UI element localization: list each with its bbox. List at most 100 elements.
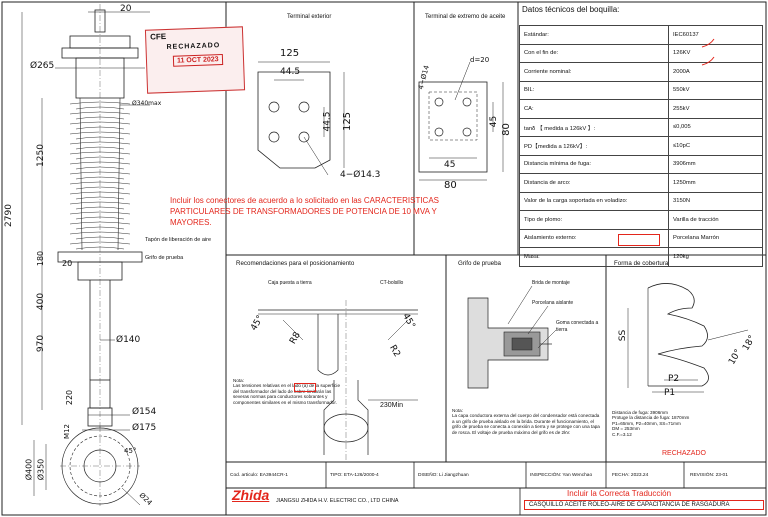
connector-note: Incluir los conectores de acuerdo a lo s… — [170, 196, 440, 227]
spec-value: ≤10pC — [668, 136, 763, 156]
terminal-aceite-drawing — [418, 61, 504, 181]
dim-d400: Ø400 — [24, 458, 34, 481]
terminal-exterior-title: Terminal exterior — [287, 14, 332, 20]
spec-title: Datos técnicos del boquilla: — [522, 5, 620, 14]
footer-revision: REVISIÓN: 23-01 — [690, 473, 728, 478]
spec-value: 255kV — [668, 99, 763, 119]
te-d44-5: 44.5 — [280, 67, 301, 77]
dim-d140: Ø140 — [116, 335, 141, 345]
spec-key: PD【medida a 126kV】: — [519, 136, 669, 156]
spec-row: Corriente nominal:2000A — [519, 62, 763, 82]
cobertura-note: Distancia de fuga: 3906mm Protuge la dis… — [612, 410, 690, 437]
dim-220: 220 — [65, 389, 75, 406]
spec-value: Porcelana Marrón — [668, 228, 763, 248]
spec-key: Corriente nominal: — [519, 62, 669, 82]
te-d125: 125 — [280, 48, 300, 59]
spec-key: Distancia de arco: — [519, 173, 669, 193]
rec-length: 230Min — [380, 402, 403, 409]
dim-m12: M12 — [62, 424, 71, 439]
porcelain-shed — [75, 156, 125, 160]
spec-key: BIL: — [519, 80, 669, 100]
dim-180: 180 — [36, 250, 46, 267]
spec-key: Con el fin de: — [519, 43, 669, 63]
dim-d340: Ø340max — [132, 100, 162, 107]
label-grifo: Grifo de prueba — [145, 255, 184, 261]
porcelain-shed — [75, 196, 125, 200]
translation-note: Incluir la Correcta Traducción — [567, 489, 672, 498]
spec-key: Tipo de plomo: — [519, 210, 669, 230]
grifo-title: Grifo de prueba — [458, 260, 501, 267]
rec-title: Recomendaciones para el posicionamiento — [236, 260, 355, 267]
te-holes: 4−Ø14.3 — [340, 170, 381, 180]
mass-highlight — [618, 234, 660, 246]
company-name: JIANGSU ZHIDA H.V. ELECTRIC CO., LTD CHI… — [276, 498, 399, 504]
rec-ct: CT-bolsillo — [380, 280, 404, 286]
spec-value: Varilla de tracción — [668, 210, 763, 230]
stamp-date: 11 OCT 2023 — [172, 54, 223, 67]
spec-value: ≤0,005 — [668, 117, 763, 137]
porcelain-shed — [69, 101, 131, 105]
te-d125-vertical: 125 — [342, 111, 354, 132]
cobertura-drawing — [627, 283, 749, 393]
rec-caja: Caja puesta a tierra — [268, 280, 312, 286]
footer-diseno: DISEÑO: Li Jiangzhuan — [418, 473, 469, 478]
grifo-drawing — [467, 285, 557, 389]
spec-key: Estándar: — [519, 25, 669, 45]
footer-cod: Cod. articulo: EA3944CR-1 — [230, 473, 288, 478]
ta-d45: 45 — [444, 160, 456, 170]
stamp-cfe: CFE — [150, 31, 167, 42]
dim-d350: Ø350 — [36, 458, 46, 481]
ta-d45-vertical: 45 — [489, 115, 500, 128]
spec-row: tanδ 【 medida a 126kV 】:≤0,005 — [519, 117, 763, 137]
label-tap: Tapón de liberación de aire — [145, 237, 212, 243]
footer-fecha: FECHA: 2023.24 — [612, 473, 649, 478]
dim-2790: 2790 — [3, 204, 14, 227]
dim-lower-20: 20 — [62, 259, 73, 268]
cob-p2: P2 — [668, 374, 680, 384]
spec-key: Masa: — [519, 247, 669, 267]
dim-d265: Ø265 — [30, 61, 55, 71]
spec-value: 3150N — [668, 191, 763, 211]
spec-row: Tipo de plomo:Varilla de tracción — [519, 210, 763, 230]
dim-970: 970 — [36, 334, 47, 353]
rechazado-label: RECHAZADO — [662, 450, 706, 457]
spec-key: tanδ 【 medida a 126kV 】: — [519, 117, 669, 137]
porcelain-shed — [69, 111, 131, 115]
spec-row: CA:255kV — [519, 99, 763, 119]
spec-key: Valor de la carga soportada en voladizo: — [519, 191, 669, 211]
dim-1250: 1250 — [35, 144, 46, 167]
terminal-aceite-title: Terminal de extremo de aceite — [425, 14, 506, 20]
porcelain-shed — [69, 131, 131, 135]
rec-drawing — [258, 300, 418, 460]
ta-d80-vertical: 80 — [500, 123, 512, 136]
dim-400: 400 — [36, 292, 47, 311]
bushing-elevation — [21, 4, 150, 506]
spec-value: 120kg — [668, 247, 763, 267]
check-marks — [701, 38, 715, 66]
spec-value: 1250mm — [668, 173, 763, 193]
spec-row: Masa:120kg — [519, 247, 763, 267]
porcelain-shed — [69, 211, 131, 215]
te-d44-5-vertical: 44.5 — [322, 111, 333, 132]
ta-d80: 80 — [444, 180, 457, 191]
cob-p1: P1 — [664, 388, 676, 398]
grifo-goma: Goma conectada a tierra — [556, 320, 599, 333]
terminal-exterior-drawing — [257, 61, 345, 176]
spec-value: 3906mm — [668, 154, 763, 174]
grifo-note: Nota: La capa conductora externa del cue… — [452, 408, 600, 435]
porcelain-shed — [75, 186, 125, 190]
rec-highlight — [294, 383, 316, 392]
footer-tipo: TIPO: ETA-126/2000-4 — [330, 473, 379, 478]
dim-top-20: 20 — [120, 4, 132, 14]
dim-d154: Ø154 — [132, 407, 157, 417]
porcelain-shed — [75, 166, 125, 170]
spec-row: PD【medida a 126kV】:≤10pC — [519, 136, 763, 156]
company-logo: Zhida — [232, 487, 270, 503]
spec-row: Distancia de arco:1250mm — [519, 173, 763, 193]
cobertura-title: Forma de cobertura — [614, 260, 669, 267]
cob-ss: SS — [618, 329, 629, 342]
grifo-porcelana: Porcelana aislante — [532, 300, 574, 306]
spec-key: CA: — [519, 99, 669, 119]
